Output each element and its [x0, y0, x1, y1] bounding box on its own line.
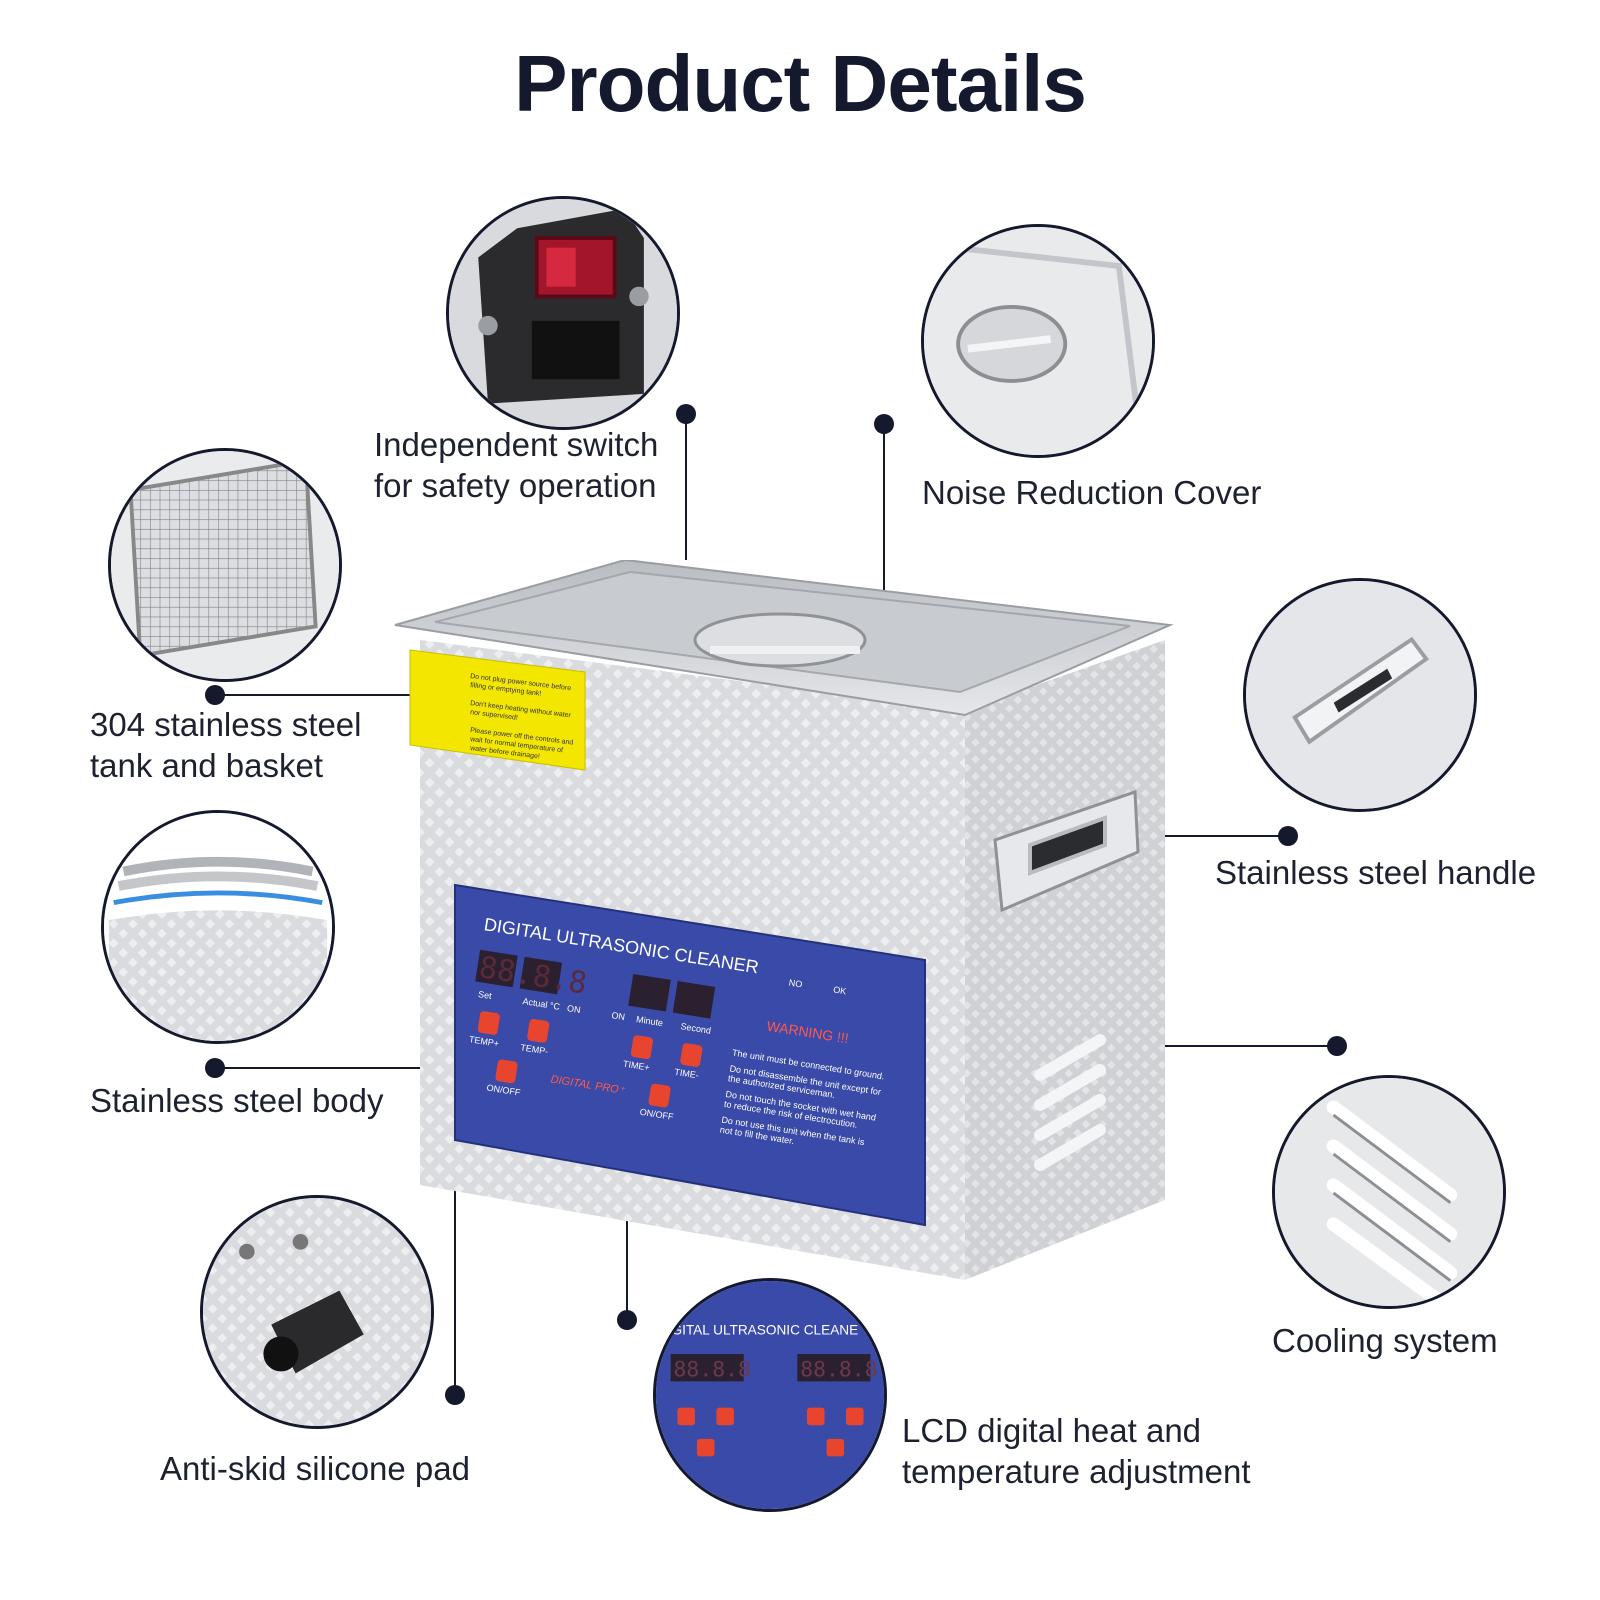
feature-cover-line-1: Noise Reduction Cover — [922, 474, 1262, 511]
basket-icon — [111, 451, 339, 679]
label-temp-minus: TEMP- — [520, 1042, 549, 1056]
inset-time-digits: 88.8.8 — [800, 1357, 877, 1382]
temp-minus-button[interactable] — [527, 1018, 550, 1043]
power-switch-closeup — [446, 196, 680, 430]
lid-handle-icon — [924, 227, 1152, 455]
time-minus-button[interactable] — [680, 1043, 703, 1068]
steel-layers-icon — [104, 813, 332, 1041]
label-on: ON — [566, 1003, 581, 1015]
feature-handle-line-1: Stainless steel handle — [1215, 854, 1537, 891]
label-second: Second — [680, 1021, 712, 1036]
inset-temp-digits: 88.8.8 — [674, 1357, 751, 1382]
onoff-left-button[interactable] — [495, 1059, 518, 1084]
time-plus-button[interactable] — [630, 1035, 653, 1060]
feature-lcd-line-1: LCD digital heat and — [902, 1412, 1202, 1449]
no-label: NO — [788, 977, 803, 989]
feature-tank-line-2: tank and basket — [90, 747, 323, 784]
ok-label: OK — [833, 985, 847, 997]
feature-tank: 304 stainless steel tank and basket — [90, 704, 362, 786]
label-temp-plus: TEMP+ — [468, 1034, 499, 1049]
body-closeup — [101, 810, 335, 1044]
feature-pad-line-1: Anti-skid silicone pad — [160, 1450, 470, 1487]
ultrasonic-cleaner-image: Do not plug power source before filling … — [394, 560, 1174, 1280]
label-time-minus: TIME- — [674, 1067, 700, 1081]
handle-icon — [1246, 581, 1474, 809]
label-set: Set — [477, 989, 492, 1001]
handle-closeup — [1243, 578, 1477, 812]
feature-switch: Independent switch for safety operation — [374, 424, 658, 506]
vent-icon — [1275, 1078, 1503, 1306]
feature-switch-line-1: Independent switch — [374, 426, 659, 463]
label-minute: Minute — [635, 1014, 663, 1028]
feature-body: Stainless steel body — [90, 1080, 384, 1121]
feature-cooling-line-1: Cooling system — [1272, 1322, 1498, 1359]
inset-panel-title: IGITAL ULTRASONIC CLEANE — [668, 1323, 859, 1338]
feature-cover: Noise Reduction Cover — [922, 472, 1261, 513]
feature-body-line-1: Stainless steel body — [90, 1082, 384, 1119]
power-switch-icon — [449, 199, 677, 427]
feature-handle: Stainless steel handle — [1215, 852, 1536, 893]
feature-lcd: LCD digital heat and temperature adjustm… — [902, 1410, 1251, 1492]
pad-closeup — [200, 1195, 434, 1429]
feature-cooling: Cooling system — [1272, 1320, 1498, 1361]
feature-lcd-line-2: temperature adjustment — [902, 1453, 1251, 1490]
feature-switch-line-2: for safety operation — [374, 467, 657, 504]
basket-closeup — [108, 448, 342, 682]
vent-closeup — [1272, 1075, 1506, 1309]
onoff-right-button[interactable] — [648, 1083, 671, 1108]
feature-tank-line-1: 304 stainless steel — [90, 706, 362, 743]
label-time-plus: TIME+ — [622, 1059, 650, 1073]
lcd-closeup: IGITAL ULTRASONIC CLEANE 88.8.8 88.8.8 — [653, 1278, 887, 1512]
lcd-panel-icon: IGITAL ULTRASONIC CLEANE 88.8.8 88.8.8 — [656, 1281, 884, 1509]
feature-pad: Anti-skid silicone pad — [160, 1448, 470, 1489]
label-on-2: ON — [611, 1010, 626, 1022]
page-title: Product Details — [514, 39, 1087, 128]
lid-closeup — [921, 224, 1155, 458]
foot-pad-icon — [203, 1198, 431, 1426]
temp-plus-button[interactable] — [477, 1011, 500, 1036]
